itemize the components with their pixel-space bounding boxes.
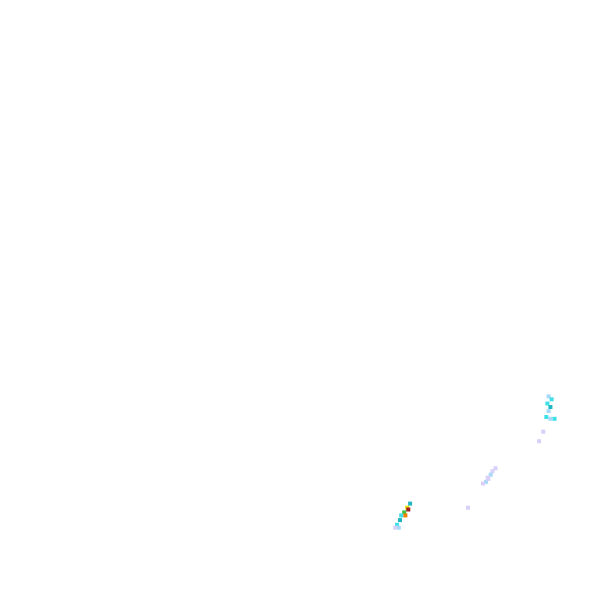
echo-cell: [548, 416, 553, 421]
echo-cell: [403, 513, 408, 518]
echo-cell: [544, 415, 549, 419]
echo-cell: [488, 472, 493, 477]
echo-cell: [406, 507, 411, 512]
echo-cell: [537, 439, 542, 444]
echo-cell: [546, 409, 551, 414]
echo-cell: [481, 481, 485, 486]
echo-cell: [541, 429, 546, 434]
echo-cell: [486, 476, 491, 481]
echo-cell: [466, 505, 470, 510]
echo-cell: [408, 501, 413, 506]
echo-cell: [395, 522, 399, 527]
echo-cluster-middle: [466, 466, 498, 510]
echo-cell: [545, 401, 550, 406]
echo-cell: [546, 394, 551, 399]
echo-cell: [493, 466, 498, 471]
echo-cell: [398, 518, 402, 523]
echo-cluster-east: [537, 394, 557, 444]
echo-cell: [396, 525, 401, 530]
echo-cell: [548, 405, 553, 409]
echo-cluster-southwest: [393, 501, 413, 530]
echo-cell: [549, 397, 554, 402]
echo-cell: [402, 510, 407, 515]
echo-cell: [484, 479, 488, 484]
echo-cell: [490, 469, 495, 474]
echo-cell: [552, 416, 557, 421]
echo-cell: [393, 525, 398, 530]
echo-cell: [399, 513, 404, 518]
echo-cells-group: [393, 394, 557, 530]
